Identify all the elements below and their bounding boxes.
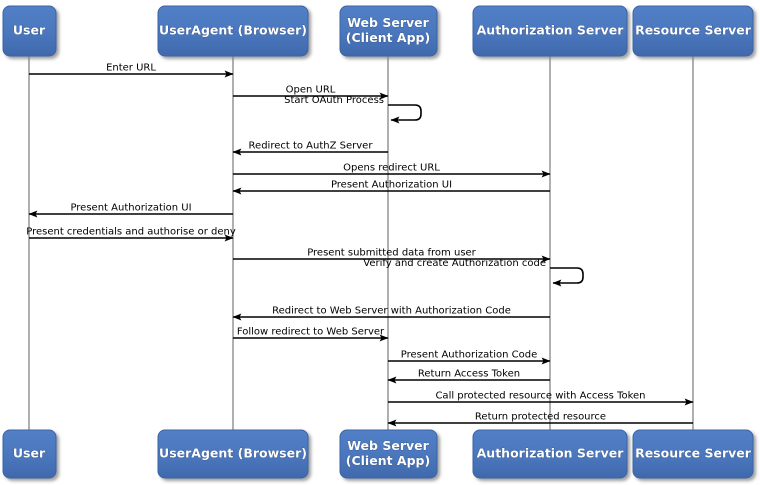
actor-label-webserver: Web Server xyxy=(347,438,429,453)
lifelines-layer xyxy=(28,56,694,430)
actor-boxes-top: User UserAgent (Browser) Web Server(Client… xyxy=(2,5,754,57)
actor-box-rect xyxy=(632,429,754,479)
actor-label-user: User xyxy=(13,23,46,38)
message-11: Redirect to Web Server with Authorizatio… xyxy=(232,306,550,321)
self-message-arrow xyxy=(550,267,584,287)
actor-box-resource-top[interactable]: Resource Server xyxy=(632,5,754,57)
message-label: Redirect to Web Server with Authorizatio… xyxy=(272,306,511,317)
actor-box-user-top[interactable]: User xyxy=(2,5,57,57)
actor-label-webserver: (Client App) xyxy=(346,453,430,468)
message-12: Follow redirect to Web Server xyxy=(233,327,389,342)
actor-box-rect xyxy=(157,429,309,479)
message-label: Present submitted data from user xyxy=(307,248,476,259)
message-label: Present Authorization UI xyxy=(70,203,191,214)
actor-boxes-bottom: User UserAgent (Browser) Web Server(Client… xyxy=(2,429,754,479)
actor-label-authz: Authorization Server xyxy=(477,446,625,461)
message-16: Return protected resource xyxy=(387,412,693,427)
actor-box-webserver-top[interactable]: Web Server(Client App) xyxy=(339,5,438,57)
message-1: Enter URL xyxy=(29,63,234,78)
message-label: Present Authorization UI xyxy=(331,180,452,191)
actor-label-resource: Resource Server xyxy=(635,446,752,461)
message-label: Call protected resource with Access Toke… xyxy=(435,391,645,402)
actor-box-rect xyxy=(339,429,438,479)
actor-label-useragent: UserAgent (Browser) xyxy=(159,23,307,38)
message-13: Present Authorization Code xyxy=(388,350,551,365)
actor-label-webserver: Web Server xyxy=(347,15,429,30)
actor-box-rect xyxy=(339,5,438,57)
actor-box-authz-bottom[interactable]: Authorization Server xyxy=(472,429,628,479)
message-label: Opens redirect URL xyxy=(343,163,440,174)
message-label: Present Authorization Code xyxy=(401,350,537,361)
message-8: Present credentials and authorise or den… xyxy=(26,227,236,242)
actor-label-useragent: UserAgent (Browser) xyxy=(159,446,307,461)
message-6: Present Authorization UI xyxy=(232,180,550,195)
message-4: Redirect to AuthZ Server xyxy=(232,141,388,156)
message-label: Enter URL xyxy=(106,63,156,74)
self-message-arrow xyxy=(388,104,422,124)
message-label: Return Access Token xyxy=(418,369,520,380)
message-10: Verify and create Authorization code xyxy=(363,258,584,287)
actor-label-webserver: (Client App) xyxy=(346,30,430,45)
actor-box-useragent-bottom[interactable]: UserAgent (Browser) xyxy=(157,429,309,479)
message-2: Open URL xyxy=(233,85,389,100)
actor-box-authz-top[interactable]: Authorization Server xyxy=(472,5,628,57)
message-5: Opens redirect URL xyxy=(233,163,551,178)
actor-box-resource-bottom[interactable]: Resource Server xyxy=(632,429,754,479)
message-label: Start OAuth Process xyxy=(284,95,384,106)
actor-label-resource: Resource Server xyxy=(635,23,752,38)
message-label: Present credentials and authorise or den… xyxy=(26,227,236,238)
actor-box-webserver-bottom[interactable]: Web Server(Client App) xyxy=(339,429,438,479)
actor-box-rect xyxy=(2,5,57,57)
actor-box-rect xyxy=(472,5,628,57)
actor-box-rect xyxy=(157,5,309,57)
message-7: Present Authorization UI xyxy=(28,203,233,218)
message-label: Verify and create Authorization code xyxy=(363,258,546,269)
message-3: Start OAuth Process xyxy=(284,95,422,124)
actor-box-rect xyxy=(632,5,754,57)
actor-box-rect xyxy=(2,429,57,479)
actor-label-user: User xyxy=(13,446,46,461)
actor-box-useragent-top[interactable]: UserAgent (Browser) xyxy=(157,5,309,57)
message-9: Present submitted data from user xyxy=(233,248,551,263)
message-label: Open URL xyxy=(286,85,336,96)
message-label: Redirect to AuthZ Server xyxy=(249,141,374,152)
actor-label-authz: Authorization Server xyxy=(477,23,625,38)
message-14: Return Access Token xyxy=(387,369,550,384)
message-15: Call protected resource with Access Toke… xyxy=(388,391,694,406)
message-label: Follow redirect to Web Server xyxy=(237,327,385,338)
actor-box-user-bottom[interactable]: User xyxy=(2,429,57,479)
message-label: Return protected resource xyxy=(475,412,606,423)
actor-box-rect xyxy=(472,429,628,479)
